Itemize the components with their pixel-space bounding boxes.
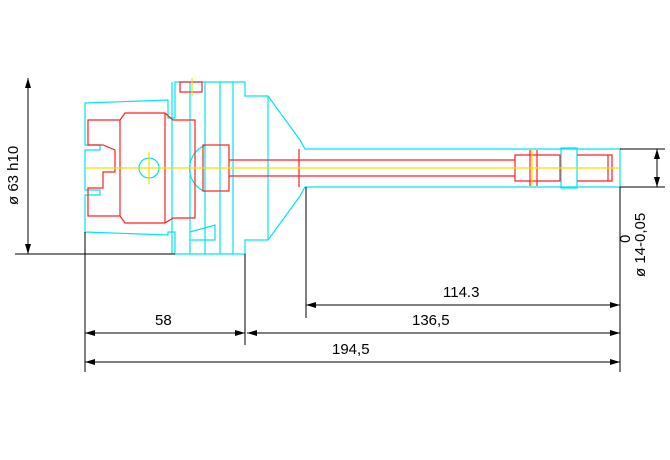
tool-holder-section — [87, 81, 613, 224]
dim-length-136: 136,5 — [412, 312, 450, 329]
dim-tip-tolerance-upper: 0 — [617, 235, 634, 243]
centerline — [85, 78, 620, 186]
dim-length-total: 194,5 — [332, 341, 370, 358]
dimension-lines — [15, 78, 665, 372]
dim-length-58: 58 — [155, 312, 172, 329]
dim-flange-diameter: ø 63 h10 — [5, 146, 22, 205]
dim-length-114: 114.3 — [443, 284, 479, 301]
dim-tip-diameter: ø 14-0,05 — [632, 213, 649, 277]
